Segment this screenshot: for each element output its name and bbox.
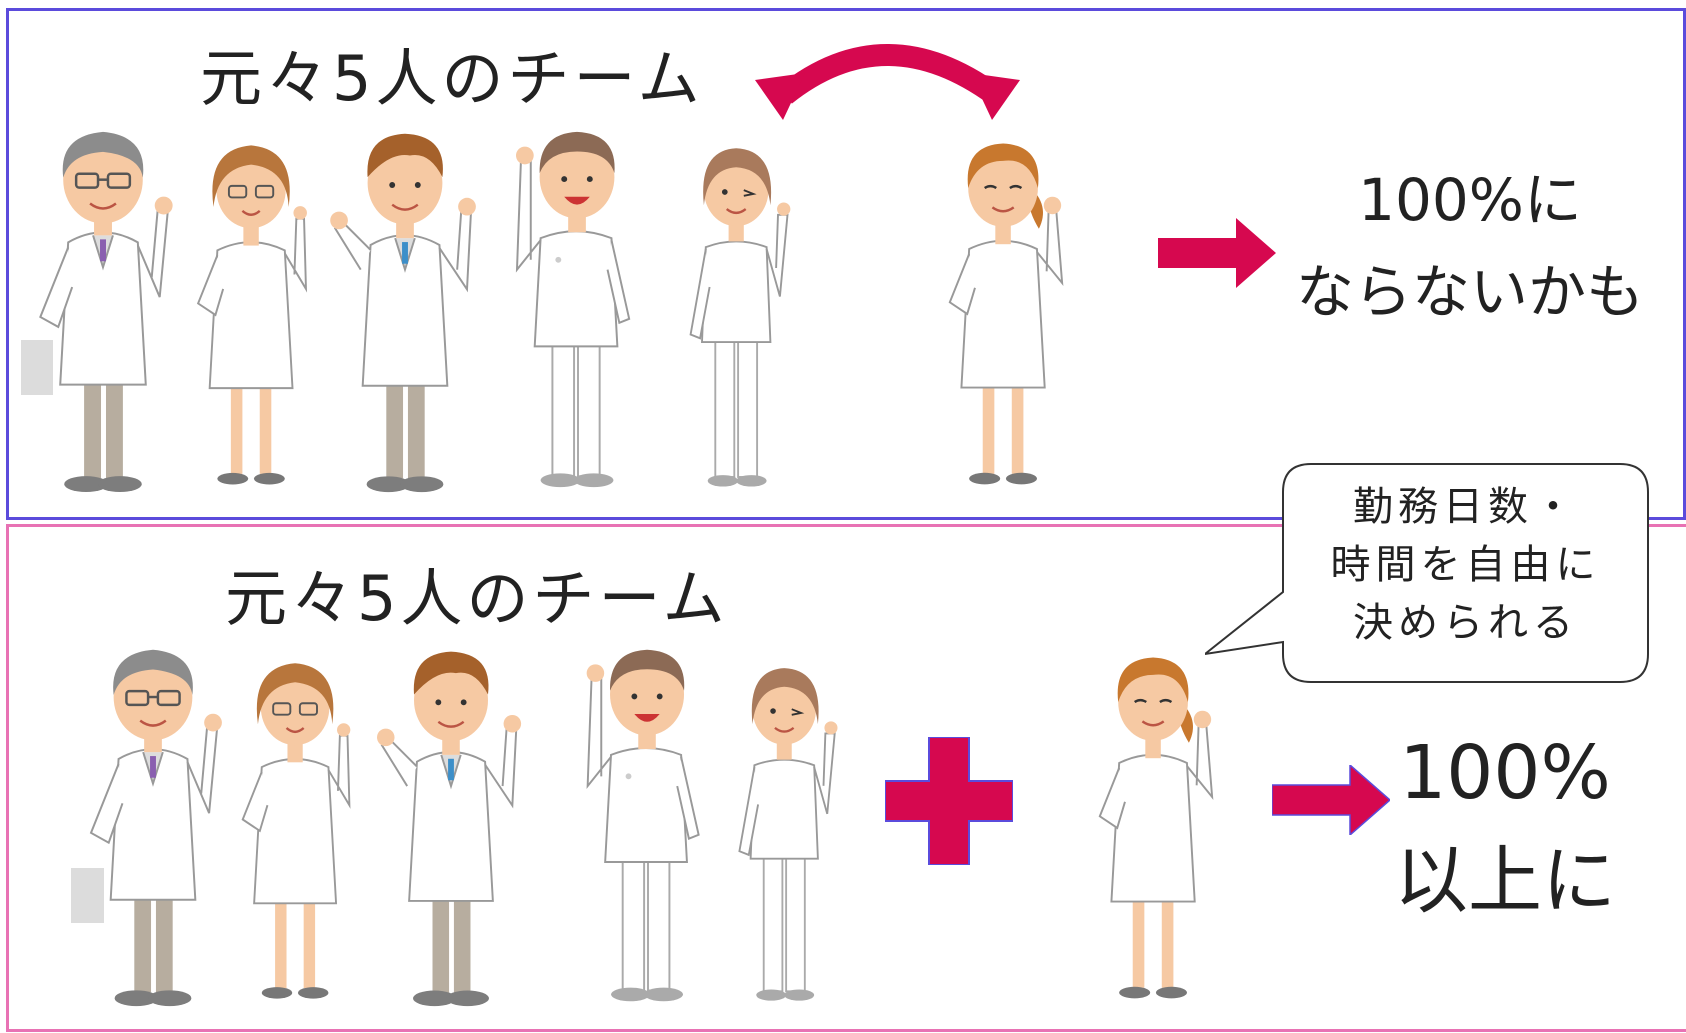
- bottom-panel-title: 元々5人のチーム: [225, 562, 729, 635]
- doctor-young-figure: [376, 640, 526, 1010]
- speech-bubble-line3: 決められる: [1353, 600, 1578, 646]
- placeholder-block: [21, 340, 53, 395]
- doctor-gray-hair-figure: [78, 636, 228, 1010]
- new-member-figure: [1090, 642, 1220, 1010]
- right-arrow-icon: [1158, 218, 1276, 288]
- speech-bubble-line1: 勤務日数・: [1353, 484, 1578, 530]
- nurse-male-figure: [578, 640, 718, 1010]
- doctor-young-figure: [330, 122, 480, 496]
- top-result-line2: ならないかも: [1295, 258, 1644, 326]
- nurse-male-figure: [508, 122, 648, 496]
- placeholder-block: [71, 868, 104, 923]
- bottom-result-line2: 以上に: [1394, 838, 1616, 924]
- speech-bubble-icon: [1205, 463, 1649, 683]
- plus-icon: [885, 737, 1013, 865]
- doctor-female-figure: [188, 130, 318, 496]
- nurse-female-figure: [728, 655, 848, 1010]
- new-member-figure: [940, 128, 1070, 496]
- speech-bubble-line2: 時間を自由に: [1330, 542, 1601, 588]
- doctor-female-figure: [232, 648, 362, 1010]
- nurse-female-figure: [680, 135, 800, 496]
- swap-arrow-icon: [755, 44, 1020, 120]
- right-arrow-icon: [1272, 765, 1390, 835]
- speech-bubble-text: 勤務日数・ 時間を自由に 決められる: [1283, 478, 1648, 652]
- top-panel-title: 元々5人のチーム: [200, 42, 704, 115]
- top-result-line1: 100%に: [1358, 166, 1582, 234]
- doctor-gray-hair-figure: [28, 118, 178, 496]
- bottom-result-line1: 100%: [1399, 730, 1611, 816]
